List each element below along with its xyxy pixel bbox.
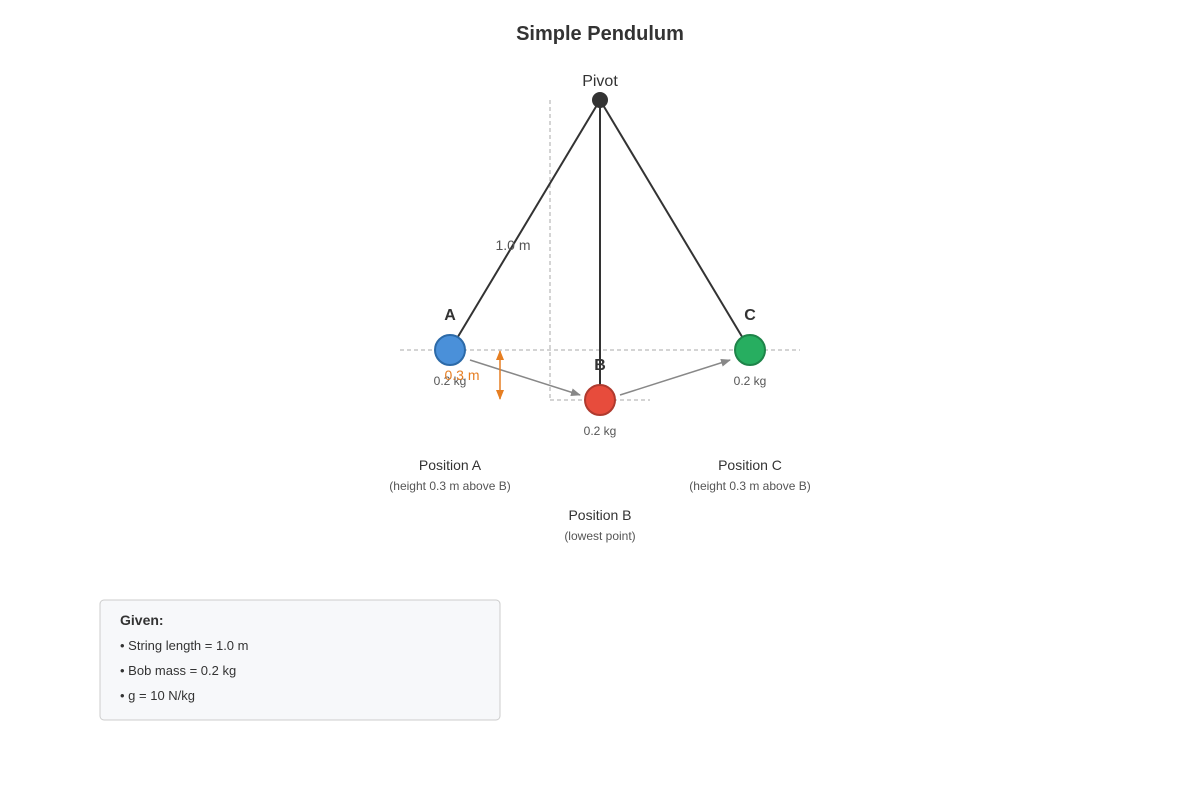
mass-label-a: 0.2 kg xyxy=(434,374,467,388)
position-a-note: (height 0.3 m above B) xyxy=(389,479,510,493)
position-c-name: Position C xyxy=(718,457,782,473)
string-to-c xyxy=(599,99,751,351)
given-box: Given: • String length = 1.0 m • Bob mas… xyxy=(99,599,501,721)
given-item-gravity: • g = 10 N/kg xyxy=(120,688,195,703)
position-letter-b: B xyxy=(594,357,606,374)
height-label: 0.3 m xyxy=(444,367,479,383)
mass-label-b: 0.2 kg xyxy=(584,424,617,438)
motion-arrow-b-to-c xyxy=(619,358,731,396)
position-a-name: Position A xyxy=(419,457,482,473)
position-b-name: Position B xyxy=(568,507,631,523)
bob-c xyxy=(734,334,766,366)
position-letter-a: A xyxy=(444,307,456,324)
given-item-bob-mass: • Bob mass = 0.2 kg xyxy=(120,663,236,678)
pivot-label: Pivot xyxy=(582,73,618,90)
string-to-a xyxy=(449,99,601,351)
given-item-string-length: • String length = 1.0 m xyxy=(120,638,248,653)
bob-b xyxy=(584,384,616,416)
position-c-note: (height 0.3 m above B) xyxy=(689,479,810,493)
motion-arrow-a-to-b xyxy=(469,359,581,397)
given-heading: Given: xyxy=(120,612,164,628)
position-letter-c: C xyxy=(744,307,756,324)
string-length-label: 1.0 m xyxy=(495,237,530,253)
diagram-title: Simple Pendulum xyxy=(516,23,684,45)
bob-a xyxy=(434,334,466,366)
position-b-note: (lowest point) xyxy=(564,529,635,543)
mass-label-c: 0.2 kg xyxy=(734,374,767,388)
pivot-point xyxy=(592,92,608,108)
given-box-frame xyxy=(99,599,501,721)
